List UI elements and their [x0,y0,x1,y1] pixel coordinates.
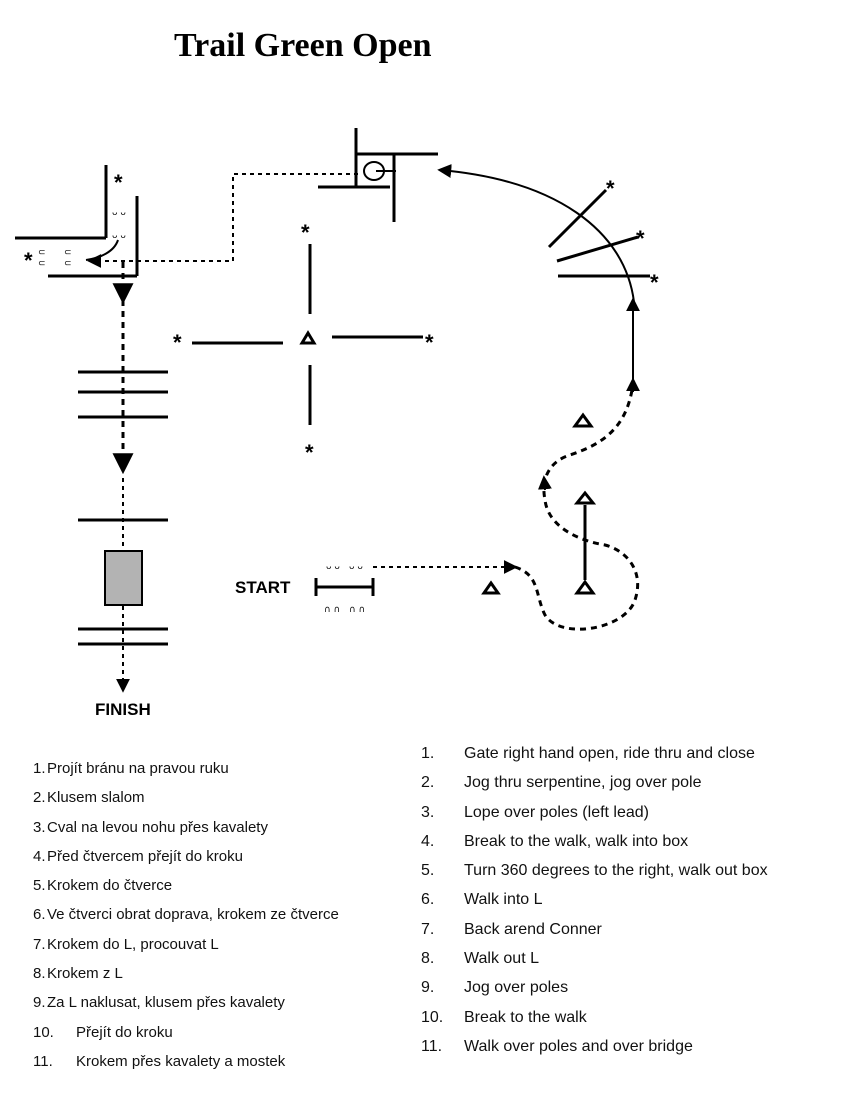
box-obstacle [318,128,438,222]
cone-marker [481,580,501,595]
svg-text:⊂: ⊂ [38,248,46,258]
marker-asterisk: * [24,248,33,273]
marker-asterisk: * [305,440,314,465]
list-item: 1.Projít bránu na pravou ruku [33,760,229,777]
trot-poles [78,370,168,419]
svg-text:ᴗ ᴗ: ᴗ ᴗ [112,231,126,241]
list-item: 7.Krokem do L, procouvat L [33,935,219,953]
marker-asterisk: * [114,170,123,195]
start-label: START [235,578,291,597]
svg-text:∩ ∩: ∩ ∩ [349,605,365,615]
finish-label: FINISH [95,700,151,719]
svg-text:ᴗ ᴗ: ᴗ ᴗ [349,562,363,572]
instructions-czech: 1.Projít bránu na pravou ruku 2.Klusem s… [33,760,339,1082]
list-item: 10.Přejít do kroku [33,1023,173,1041]
marker-asterisk: * [425,330,434,355]
svg-text:ᴗ ᴗ: ᴗ ᴗ [112,208,126,218]
marker-asterisk: * [301,220,310,245]
marker-asterisk: * [606,176,615,201]
center-cross [192,244,423,425]
marker-asterisk: * [636,226,645,251]
cone-marker [573,490,597,505]
cone-marker [572,412,594,428]
list-item: 8.Krokem z L [33,965,123,983]
list-item: 2.Klusem slalom [33,789,145,807]
path-serpentine [514,389,640,631]
cone-marker [574,579,596,595]
list-item: 11.Krokem přes kavalety a mostek [33,1052,286,1070]
page-title: Trail Green Open [174,27,432,64]
svg-text:ᴗ ᴗ: ᴗ ᴗ [326,562,340,572]
trail-course-diagram: Trail Green Open ᴗ ᴗ ᴗ ᴗ ∩ ∩ ∩ ∩ START *… [15,27,659,719]
marker-asterisk: * [650,270,659,295]
path-serpentine-arrow-1 [537,475,552,491]
bridge [104,550,143,606]
path-box-to-l [87,173,358,268]
start-gate: ᴗ ᴗ ᴗ ᴗ ∩ ∩ ∩ ∩ [314,562,375,615]
svg-text:⊂: ⊂ [38,259,46,269]
list-item: 6.Ve čtverci obrat doprava, krokem ze čt… [33,906,339,924]
lope-poles [547,188,650,278]
list-item: 4.Před čtvercem přejít do kroku [33,847,243,865]
svg-text:∩ ∩: ∩ ∩ [324,605,340,615]
list-item: 5.Krokem do čtverce [33,877,173,895]
list-item: 9.Za L naklusat, klusem přes kavalety [33,994,285,1012]
svg-text:⊂: ⊂ [64,248,72,258]
list-item: 3.Cval na levou nohu přes kavalety [33,818,268,836]
svg-text:⊂: ⊂ [64,259,72,269]
marker-asterisk: * [173,330,182,355]
